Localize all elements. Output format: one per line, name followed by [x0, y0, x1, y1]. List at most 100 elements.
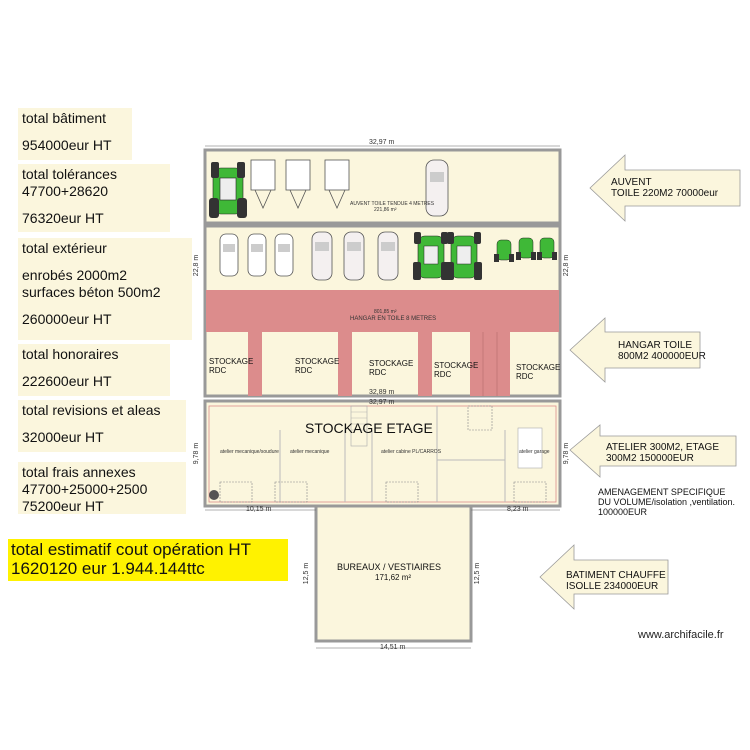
note-honoraires-value: 222600eur HT [22, 373, 112, 389]
dim-mid2: 32,97 m [369, 399, 395, 406]
auvent-area-label: 221,86 m² [374, 207, 397, 213]
dim-left-atelier: 9,78 m [193, 442, 201, 465]
note-revisions: total revisions et aleas 32000eur HT [18, 400, 186, 452]
note-batiment-value: 954000eur HT [22, 137, 112, 153]
bureaux-label: BUREAUX / VESTIAIRES [337, 562, 442, 572]
dim-bottom-right: 8,23 m [507, 506, 529, 513]
auvent-label: AUVENT TOILE TENDUE 4 METRES [350, 201, 435, 207]
arrow-batiment [539, 544, 669, 610]
hangar-column [470, 332, 510, 396]
car-icon [311, 231, 333, 281]
car-icon [274, 233, 294, 277]
note-annexes-formula: 47700+25000+2500 [22, 481, 148, 497]
dim-left-hangar: 22,8 m [193, 254, 201, 277]
note-batiment-title: total bâtiment [22, 110, 107, 126]
stockage-rdc-5: STOCKAGE RDC [516, 363, 561, 381]
note-exterieur-title: total extérieur [22, 240, 107, 256]
trailer-icon [250, 159, 276, 209]
note-exterieur-value: 260000eur HT [22, 311, 112, 327]
note-annexes: total frais annexes 47700+25000+2500 752… [18, 462, 186, 514]
amenagement-note: AMENAGEMENT SPECIFIQUE DU VOLUME/isolati… [598, 487, 735, 517]
amenagement-line2: DU VOLUME/isolation ,ventilation. [598, 497, 736, 507]
note-tolerances-title: total tolérances [22, 166, 117, 182]
hangar-column [248, 332, 262, 396]
bureaux-area-label: 171,62 m² [375, 573, 412, 582]
hangar-column [418, 332, 432, 396]
arrow-atelier [569, 424, 737, 478]
trailer-icon [285, 159, 311, 209]
mower-icon [537, 237, 557, 260]
atelier-inner [208, 405, 557, 503]
arrow-batiment-line1: BATIMENT CHAUFFE [566, 570, 666, 581]
amenagement-line1: AMENAGEMENT SPECIFIQUE [598, 487, 726, 497]
car-icon [219, 233, 239, 277]
car-icon [425, 159, 449, 217]
total-estimate: total estimatif cout opération HT 162012… [8, 539, 288, 581]
watermark: www.archifacile.fr [638, 629, 724, 641]
note-exterieur-line2: surfaces béton 500m2 [22, 284, 161, 300]
note-revisions-value: 32000eur HT [22, 429, 104, 445]
atelier-label-1: atelier mecanique/soudure [220, 449, 279, 455]
atelier-label-3: atelier cabine PL/CARROS [381, 449, 442, 455]
car-icon [247, 233, 267, 277]
tractor-icon [209, 162, 247, 218]
total-line1: total estimatif cout opération HT [11, 540, 252, 559]
note-tolerances-formula: 47700+28620 [22, 183, 109, 199]
door [274, 481, 308, 503]
stockage-rdc-4: STOCKAGE RDC [434, 361, 479, 379]
stockage-etage-label: STOCKAGE ETAGE [305, 420, 433, 436]
arrow-hangar-line1: HANGAR TOILE [618, 340, 693, 351]
note-revisions-title: total revisions et aleas [22, 402, 161, 418]
car-icon [377, 231, 399, 281]
extinguisher-icon [209, 490, 219, 500]
dim-bureaux-bottom: 14,51 m [380, 644, 406, 651]
note-tolerances-value: 76320eur HT [22, 210, 104, 226]
note-honoraires-title: total honoraires [22, 346, 119, 362]
stockage-rdc-3: STOCKAGE RDC [369, 359, 414, 377]
arrow-auvent [589, 154, 741, 222]
door [219, 481, 253, 503]
atelier-label-2: atelier mecanique [290, 449, 330, 455]
dim-bureaux-right: 12,5 m [474, 562, 482, 585]
hangar-area-label: 801,85 m² [374, 309, 397, 315]
tractor-icon [413, 232, 449, 280]
arrow-hangar-line2: 800M2 400000EUR [618, 351, 706, 362]
trailer-icon [324, 159, 350, 209]
dim-mid1: 32,89 m [369, 389, 395, 396]
atelier-label-4: atelier garage [519, 449, 550, 455]
arrow-atelier-label: ATELIER 300M2, ETAGE 300M2 150000EUR [606, 442, 719, 464]
door [385, 481, 419, 503]
arrow-hangar [569, 317, 701, 383]
arrow-auvent-line2: TOILE 220M2 70000eur [611, 188, 719, 199]
note-exterieur: total extérieur enrobés 2000m2 surfaces … [18, 238, 192, 340]
arrow-atelier-line1: ATELIER 300M2, ETAGE [606, 442, 720, 453]
atelier-area [203, 399, 562, 508]
dim-bureaux-left: 12,5 m [303, 562, 311, 585]
note-annexes-value: 75200eur HT [22, 498, 104, 514]
stockage-rdc-1: STOCKAGE RDC [209, 357, 254, 375]
amenagement-line3: 100000EUR [598, 507, 648, 517]
note-batiment: total bâtiment 954000eur HT [18, 108, 132, 160]
note-annexes-title: total frais annexes [22, 464, 136, 480]
total-line2: 1620120 eur 1.944.144ttc [11, 559, 205, 578]
note-tolerances: total tolérances 47700+28620 76320eur HT [18, 164, 170, 232]
dim-top: 32,97 m [369, 139, 395, 146]
arrow-atelier-line2: 300M2 150000EUR [606, 453, 694, 464]
note-honoraires: total honoraires 222600eur HT [18, 344, 170, 396]
car-icon [343, 231, 365, 281]
arrow-auvent-line1: AUVENT [611, 177, 652, 188]
arrow-batiment-line2: ISOLLE 234000EUR [566, 581, 659, 592]
dim-bottom-left: 10,15 m [246, 506, 272, 513]
hangar-label: HANGAR EN TOILE 8 METRES [350, 316, 437, 322]
dim-right-hangar: 22,8 m [563, 254, 571, 277]
arrow-batiment-label: BATIMENT CHAUFFE ISOLLE 234000EUR [566, 570, 666, 592]
bureaux-area [314, 504, 473, 643]
arrow-auvent-label: AUVENT TOILE 220M2 70000eur [611, 177, 718, 199]
arrow-hangar-label: HANGAR TOILE 800M2 400000EUR [618, 340, 706, 362]
dim-right-atelier: 9,78 m [563, 442, 571, 465]
stockage-rdc-2: STOCKAGE RDC [295, 357, 340, 375]
stair [350, 405, 368, 447]
mower-icon [516, 237, 536, 260]
hangar-band [206, 290, 559, 332]
door [513, 481, 547, 503]
